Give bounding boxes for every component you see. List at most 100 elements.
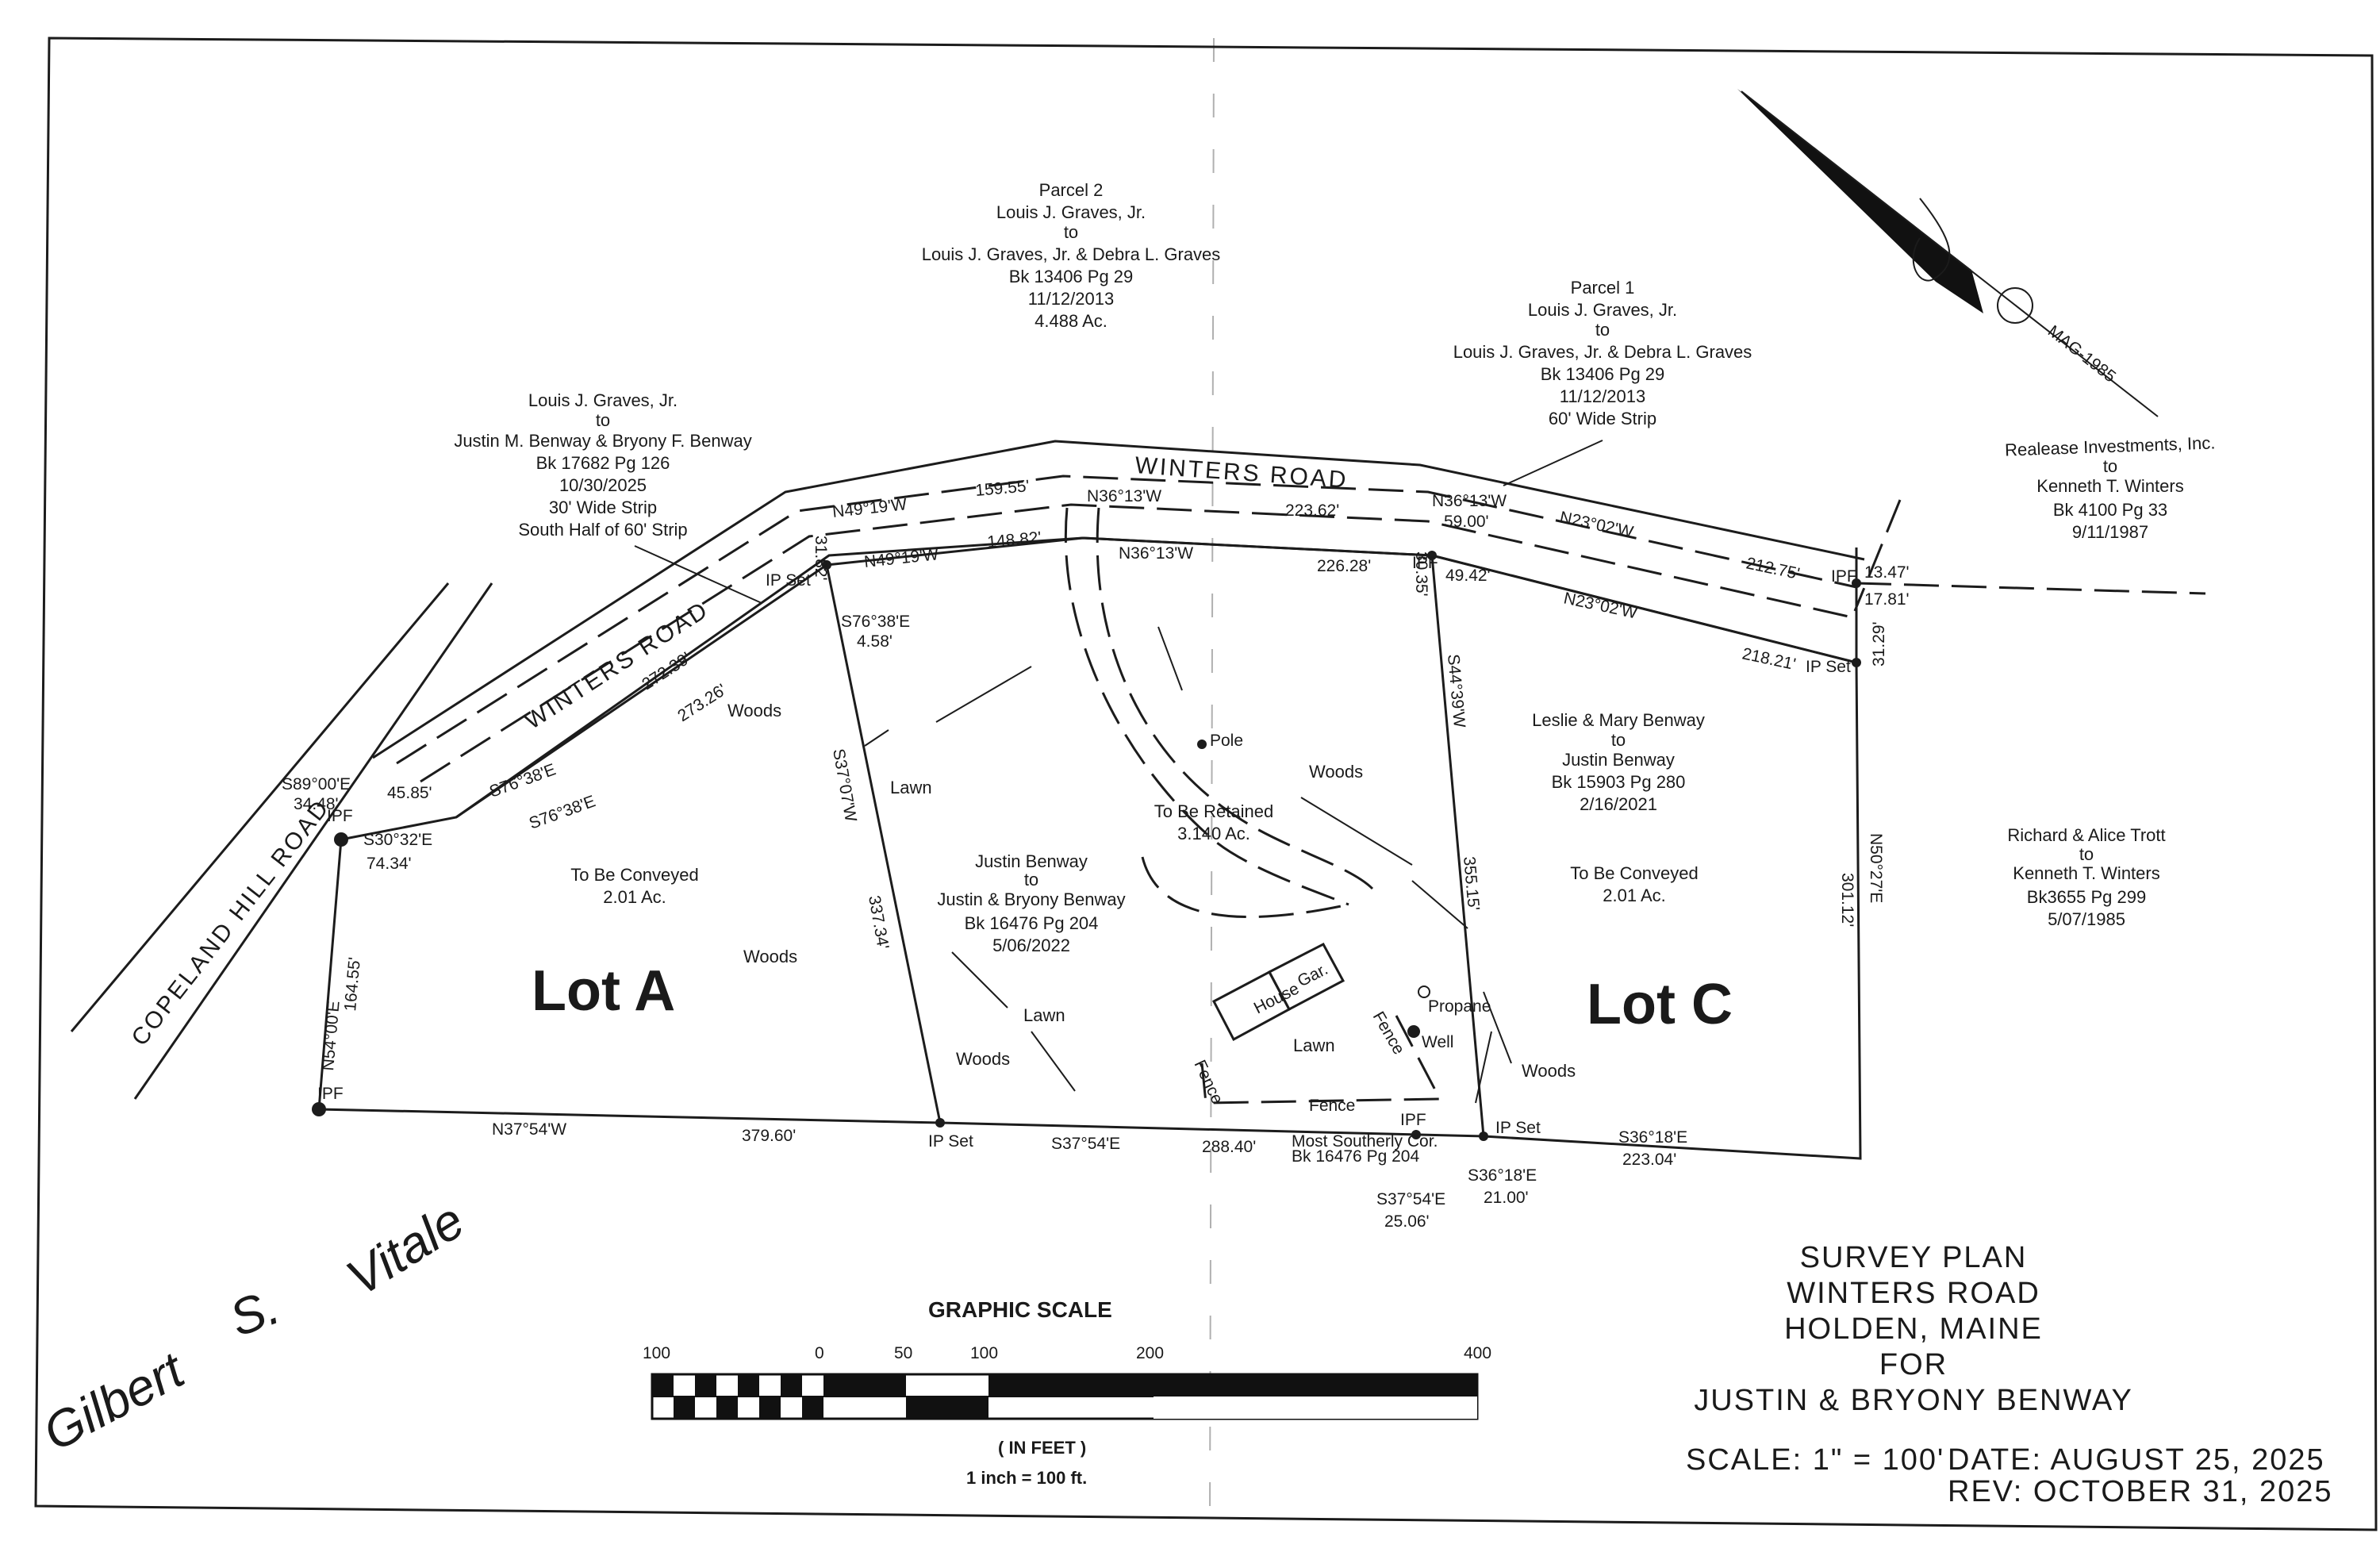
svg-text:N49°19'W: N49°19'W [831, 495, 908, 521]
parcel-2-note: Parcel 2 Louis J. Graves, Jr. to Louis J… [922, 180, 1221, 331]
svg-text:Louis J. Graves, Jr. & Debra L: Louis J. Graves, Jr. & Debra L. Graves [922, 244, 1221, 264]
ip-set-label-3: IP Set [1495, 1119, 1541, 1137]
fence-label-south: Fence [1309, 1097, 1355, 1115]
retained-area: To Be Retained 3.140 Ac. [1154, 801, 1273, 843]
svg-text:30.35': 30.35' [1412, 551, 1430, 597]
justin-note: Justin Benway to Justin & Bryony Benway … [937, 851, 1125, 955]
scale-note: SCALE: 1" = 100' [1686, 1443, 1944, 1477]
lawn-label-1: Lawn [890, 778, 932, 797]
svg-text:2/16/2021: 2/16/2021 [1580, 794, 1657, 814]
svg-text:N50°27'E: N50°27'E [1867, 833, 1885, 903]
svg-text:Bk 17682 Pg 126: Bk 17682 Pg 126 [536, 453, 670, 473]
svg-text:4.488 Ac.: 4.488 Ac. [1035, 311, 1107, 331]
graphic-scale: GRAPHIC SCALE 100 0 50 100 200 400 ( IN … [643, 1297, 1491, 1488]
rev-note: REV: OCTOBER 31, 2025 [1948, 1475, 2333, 1508]
lot-a-label: Lot A [532, 959, 675, 1023]
ipf-label-2: IPF [317, 1085, 344, 1103]
monuments [312, 551, 1861, 1141]
svg-text:Bk 13406 Pg 29: Bk 13406 Pg 29 [1541, 364, 1665, 384]
svg-text:49.42': 49.42' [1445, 567, 1491, 585]
svg-text:Kenneth T. Winters: Kenneth T. Winters [2013, 863, 2159, 883]
svg-text:159.55': 159.55' [974, 477, 1030, 500]
svg-text:1 inch = 100 ft.: 1 inch = 100 ft. [966, 1468, 1087, 1488]
svg-text:S36°18'E: S36°18'E [1618, 1128, 1687, 1147]
trott-note: Richard & Alice Trott to Kenneth T. Wint… [2007, 825, 2165, 929]
svg-text:N23°02'W: N23°02'W [1562, 589, 1639, 622]
lot-c-area: To Be Conveyed 2.01 Ac. [1570, 863, 1698, 905]
svg-text:50: 50 [894, 1344, 912, 1362]
svg-text:30' Wide Strip: 30' Wide Strip [549, 498, 657, 517]
parcel-1-note: Parcel 1 Louis J. Graves, Jr. to Louis J… [1453, 278, 1752, 428]
svg-text:FOR: FOR [1879, 1348, 1948, 1381]
svg-text:S37°54'E: S37°54'E [1376, 1190, 1445, 1208]
svg-text:31.82': 31.82' [812, 536, 830, 581]
svg-text:to: to [2103, 456, 2117, 476]
fold-line [1209, 37, 1215, 1524]
ipf-label-4: IPF [1831, 567, 1857, 586]
svg-text:2.01 Ac.: 2.01 Ac. [1603, 886, 1666, 905]
fence-label-west: Fence [1190, 1057, 1226, 1107]
svg-text:to: to [1611, 730, 1626, 750]
bearing-line-east [1856, 582, 2206, 595]
svg-text:to: to [596, 410, 610, 430]
svg-text:to: to [1024, 870, 1038, 889]
svg-text:200: 200 [1136, 1344, 1164, 1362]
svg-text:S76°38'E: S76°38'E [487, 760, 559, 801]
svg-text:Parcel 1: Parcel 1 [1571, 278, 1635, 298]
svg-text:Justin Benway: Justin Benway [1562, 750, 1675, 770]
lot-c-boundary [1431, 554, 1862, 1160]
svg-text:S37°54'E: S37°54'E [1051, 1135, 1120, 1153]
svg-text:South Half of 60' Strip: South Half of 60' Strip [518, 520, 687, 540]
svg-text:Bk 13406 Pg 29: Bk 13406 Pg 29 [1009, 267, 1134, 286]
svg-text:5/06/2022: 5/06/2022 [992, 936, 1070, 955]
woods-label-1: Woods [727, 701, 781, 720]
svg-text:N23°02'W: N23°02'W [1558, 508, 1635, 541]
most-southerly-book: Bk 16476 Pg 204 [1292, 1147, 1419, 1166]
bearing-line-ne [1853, 499, 1902, 612]
svg-text:226.28': 226.28' [1317, 557, 1371, 575]
woods-label-4: Woods [1309, 762, 1363, 782]
svg-text:59.00': 59.00' [1444, 513, 1489, 531]
winters-road [372, 440, 1865, 819]
svg-text:9/11/1987: 9/11/1987 [2072, 522, 2148, 542]
svg-text:JUSTIN & BRYONY BENWAY: JUSTIN & BRYONY BENWAY [1694, 1384, 2133, 1417]
svg-text:Richard & Alice Trott: Richard & Alice Trott [2007, 825, 2165, 845]
svg-text:5/07/1985: 5/07/1985 [2048, 909, 2125, 929]
copeland-hill-road [70, 582, 493, 1100]
svg-text:60' Wide Strip: 60' Wide Strip [1549, 409, 1656, 428]
svg-text:273.26': 273.26' [674, 681, 730, 725]
svg-text:100: 100 [643, 1344, 670, 1362]
house-garage: House Gar. [1211, 942, 1345, 1042]
woods-label-3: Woods [956, 1049, 1010, 1069]
propane-label: Propane [1428, 997, 1491, 1016]
measurements: N49°19'W 159.55' N36°13'W 223.62' N36°13… [282, 477, 1910, 1231]
svg-text:Justin M. Benway & Bryony F. B: Justin M. Benway & Bryony F. Benway [454, 431, 751, 451]
svg-text:N37°54'W: N37°54'W [492, 1120, 566, 1139]
lawn-label-2: Lawn [1023, 1005, 1065, 1025]
svg-text:N36°13'W: N36°13'W [1087, 487, 1161, 505]
date-note: DATE: AUGUST 25, 2025 [1948, 1443, 2325, 1477]
ip-set-label-4: IP Set [1806, 658, 1851, 676]
woods-label-2: Woods [743, 947, 797, 966]
lot-a-area: To Be Conveyed 2.01 Ac. [570, 865, 698, 907]
garage-label: Gar. [1295, 960, 1331, 991]
signature: Gilbert [34, 1340, 194, 1462]
svg-text:Louis J. Graves, Jr.: Louis J. Graves, Jr. [1528, 300, 1677, 320]
svg-text:10/30/2025: 10/30/2025 [559, 475, 647, 495]
svg-text:To Be Conveyed: To Be Conveyed [570, 865, 698, 885]
svg-text:SURVEY PLAN: SURVEY PLAN [1800, 1241, 2028, 1274]
svg-text:Bk3655 Pg 299: Bk3655 Pg 299 [2027, 887, 2146, 907]
svg-text:337.34': 337.34' [865, 894, 892, 951]
parcel-1-leader [1503, 440, 1603, 486]
svg-text:HOLDEN, MAINE: HOLDEN, MAINE [1784, 1312, 2043, 1346]
lot-c-label: Lot C [1587, 973, 1733, 1036]
strip-leader [634, 545, 762, 604]
svg-text:S36°18'E: S36°18'E [1468, 1166, 1537, 1185]
svg-text:218.21': 218.21' [1741, 644, 1798, 674]
svg-text:S44°39'W: S44°39'W [1444, 653, 1468, 728]
svg-text:4.58': 4.58' [857, 632, 892, 651]
ip-set-label-1: IP Set [766, 571, 811, 590]
svg-text:S30°32'E: S30°32'E [363, 831, 432, 849]
svg-text:To Be Conveyed: To Be Conveyed [1570, 863, 1698, 883]
